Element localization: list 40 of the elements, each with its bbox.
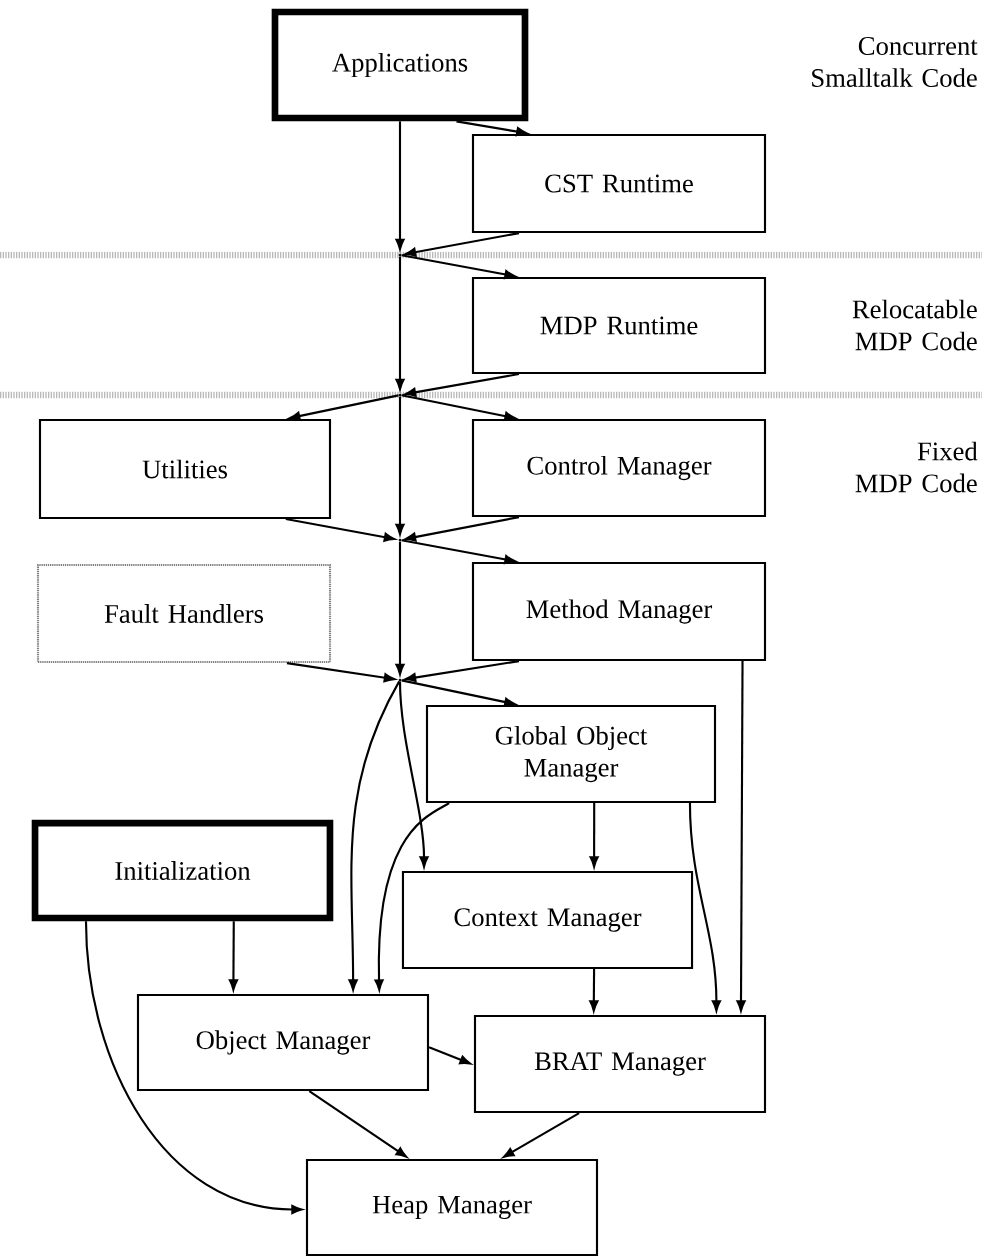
module-box: Utilities [38,418,332,520]
arrow [401,539,516,564]
arrow [688,803,721,1012]
arrow [398,681,429,868]
layer-label: Relocatable MDP Code [852,299,977,351]
arrow [401,254,516,279]
module-box: Method Manager [471,561,767,662]
arrow [348,680,401,991]
arrow [404,373,520,397]
module-box: Global Object Manager [425,704,717,804]
module-box: CST Runtime [471,133,767,234]
arrow [589,803,599,868]
arrow [736,661,746,1012]
layer-label: Concurrent Smalltalk Code [812,37,978,87]
arrow [285,518,396,542]
arrow [589,969,599,1012]
junction-point [398,538,402,542]
arrow [503,1112,580,1158]
module-box: Control Manager [471,418,767,518]
module-box: Initialization [31,819,334,922]
arrow [308,1090,407,1158]
module-box: MDP Runtime [471,276,767,375]
layer-label: Fixed MDP Code [855,441,978,493]
module-box: Fault Handlers [36,563,332,664]
arrow [401,679,516,707]
arrow [374,802,450,991]
module-box: Heap Manager [305,1158,599,1257]
arrow [401,394,516,421]
module-box: Context Manager [401,870,694,970]
arrow [404,232,520,257]
module-box: BRAT Manager [473,1014,767,1114]
arrow [289,394,399,421]
arrow [404,516,520,542]
arrow [456,120,528,137]
arrow [405,660,520,683]
junction-point [398,678,402,682]
module-box: Applications [271,8,529,122]
junction-point [398,393,402,397]
arrow [428,1046,471,1065]
junction-point [398,253,402,257]
